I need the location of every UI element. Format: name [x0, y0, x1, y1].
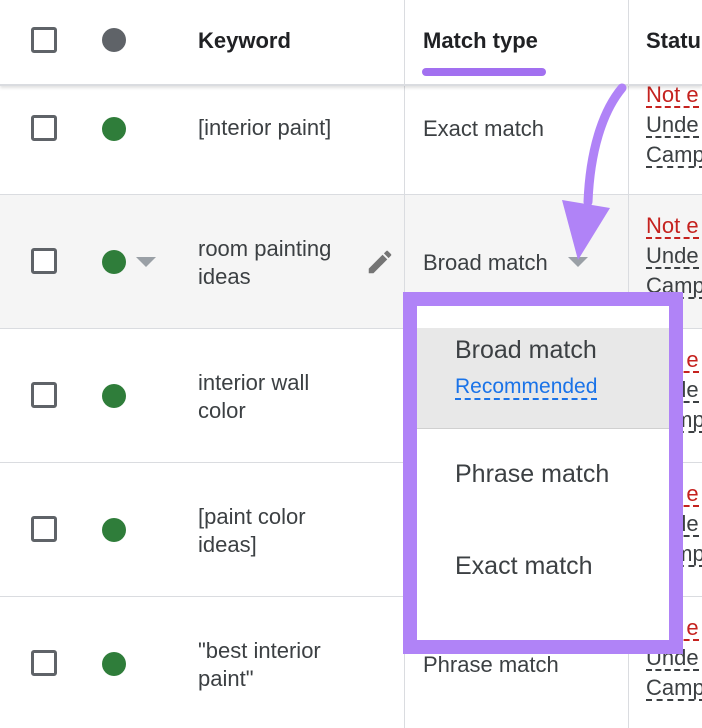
table-row: [interior paint] Exact match Not e Unde … — [0, 84, 702, 195]
status-campaign[interactable]: Camp — [646, 144, 702, 168]
row-checkbox[interactable] — [31, 382, 57, 408]
column-header-status[interactable]: Statu — [646, 28, 701, 53]
option-broad-match[interactable]: Broad match Recommended — [417, 328, 669, 429]
enabled-status-dot-icon — [102, 250, 126, 274]
row-checkbox[interactable] — [31, 650, 57, 676]
status-not-eligible[interactable]: Not e — [646, 82, 699, 108]
option-label: Broad match — [455, 336, 597, 364]
keyword-text[interactable]: "best interior paint" — [198, 638, 321, 691]
status-campaign[interactable]: Camp — [646, 677, 702, 701]
keyword-text[interactable]: [paint color ideas] — [198, 504, 306, 557]
annotation-arrow-icon — [562, 83, 627, 260]
status-dropdown-caret-icon[interactable] — [136, 257, 156, 269]
option-label: Phrase match — [455, 460, 610, 488]
edit-pencil-icon[interactable] — [365, 247, 395, 277]
status-dot-header-icon — [102, 28, 126, 52]
match-type-text[interactable]: Phrase match — [423, 652, 559, 677]
enabled-status-dot-icon — [102, 652, 126, 676]
enabled-status-dot-icon — [102, 518, 126, 542]
keyword-text[interactable]: room painting ideas — [198, 236, 332, 289]
select-all-checkbox[interactable] — [31, 27, 57, 53]
status-cell: Not e Unde Camp — [646, 211, 702, 301]
status-cell: Not e Unde Camp — [646, 80, 702, 170]
status-detail[interactable]: Unde — [646, 112, 699, 138]
column-header-keyword[interactable]: Keyword — [198, 28, 291, 53]
enabled-status-dot-icon — [102, 384, 126, 408]
match-type-caret-icon[interactable] — [568, 257, 588, 269]
highlight-underline — [422, 68, 546, 76]
enabled-status-dot-icon — [102, 117, 126, 141]
status-detail[interactable]: Unde — [646, 243, 699, 269]
option-exact-match[interactable]: Exact match — [417, 522, 669, 622]
match-type-dropdown[interactable]: Broad match — [423, 250, 548, 275]
recommended-link[interactable]: Recommended — [455, 375, 598, 400]
row-checkbox[interactable] — [31, 115, 57, 141]
match-type-dropdown-menu: Broad match Recommended Phrase match Exa… — [403, 292, 683, 654]
table-header: Keyword Match type Statu — [0, 0, 702, 86]
status-not-eligible[interactable]: Not e — [646, 213, 699, 239]
option-label: Exact match — [455, 552, 593, 580]
table-row: "best interior paint" Phrase match Not e… — [0, 597, 702, 728]
row-checkbox[interactable] — [31, 248, 57, 274]
match-type-text[interactable]: Exact match — [423, 116, 545, 141]
option-phrase-match[interactable]: Phrase match — [417, 430, 669, 522]
column-divider — [628, 0, 629, 84]
row-checkbox[interactable] — [31, 516, 57, 542]
column-header-match-type[interactable]: Match type — [423, 28, 538, 53]
keyword-text[interactable]: interior wall color — [198, 370, 310, 423]
column-divider — [404, 0, 405, 84]
keyword-text[interactable]: [interior paint] — [198, 115, 332, 140]
